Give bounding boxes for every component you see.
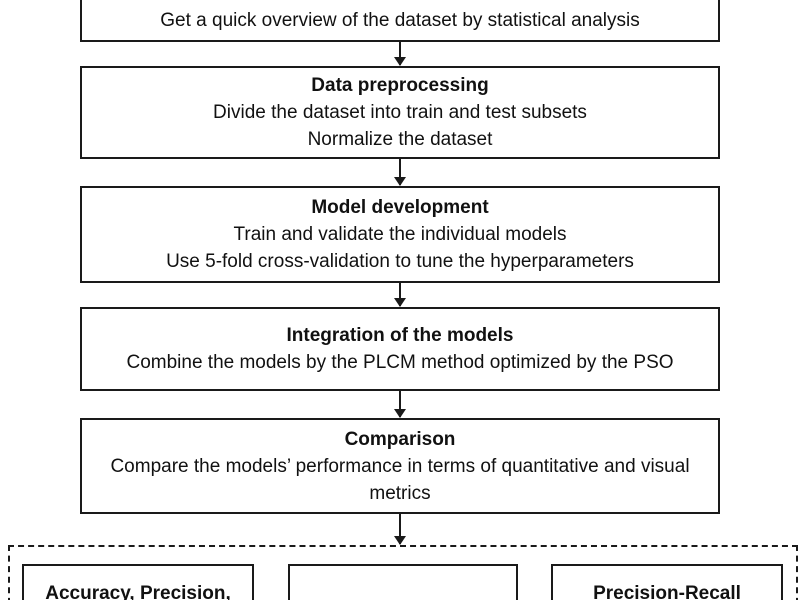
- step-overview-box: Get a quick overview of the dataset by s…: [80, 0, 720, 42]
- preprocessing-line-1: Divide the dataset into train and test s…: [213, 102, 587, 123]
- flow-arrow-3: [394, 283, 406, 307]
- step-preprocessing-box: Data preprocessing Divide the dataset in…: [80, 66, 720, 159]
- metric-box-accuracy-precision: Accuracy, Precision,: [22, 564, 254, 600]
- integration-line-1: Combine the models by the PLCM method op…: [126, 352, 674, 373]
- metric-box-3-label: Precision-Recall: [593, 583, 741, 600]
- flow-arrow-1: [394, 42, 406, 66]
- preprocessing-title: Data preprocessing: [311, 75, 489, 96]
- metric-box-precision-recall: Precision-Recall: [551, 564, 783, 600]
- metrics-group: [8, 545, 798, 600]
- development-title: Model development: [311, 197, 489, 218]
- flow-arrow-2: [394, 159, 406, 186]
- development-line-1: Train and validate the individual models: [233, 224, 567, 245]
- flow-arrow-5: [394, 514, 406, 545]
- step-development-box: Model development Train and validate the…: [80, 186, 720, 283]
- step-integration-box: Integration of the models Combine the mo…: [80, 307, 720, 391]
- metric-box-middle: [288, 564, 518, 600]
- comparison-title: Comparison: [344, 428, 456, 450]
- flow-arrow-4: [394, 391, 406, 418]
- metric-box-1-label: Accuracy, Precision,: [45, 583, 231, 600]
- comparison-description: Compare the models’ performance in terms…: [110, 455, 690, 504]
- integration-title: Integration of the models: [286, 325, 514, 346]
- development-line-2: Use 5-fold cross-validation to tune the …: [166, 251, 634, 272]
- overview-description: Get a quick overview of the dataset by s…: [160, 10, 640, 31]
- step-comparison-box: Comparison Compare the models’ performan…: [80, 418, 720, 514]
- preprocessing-line-2: Normalize the dataset: [307, 129, 493, 150]
